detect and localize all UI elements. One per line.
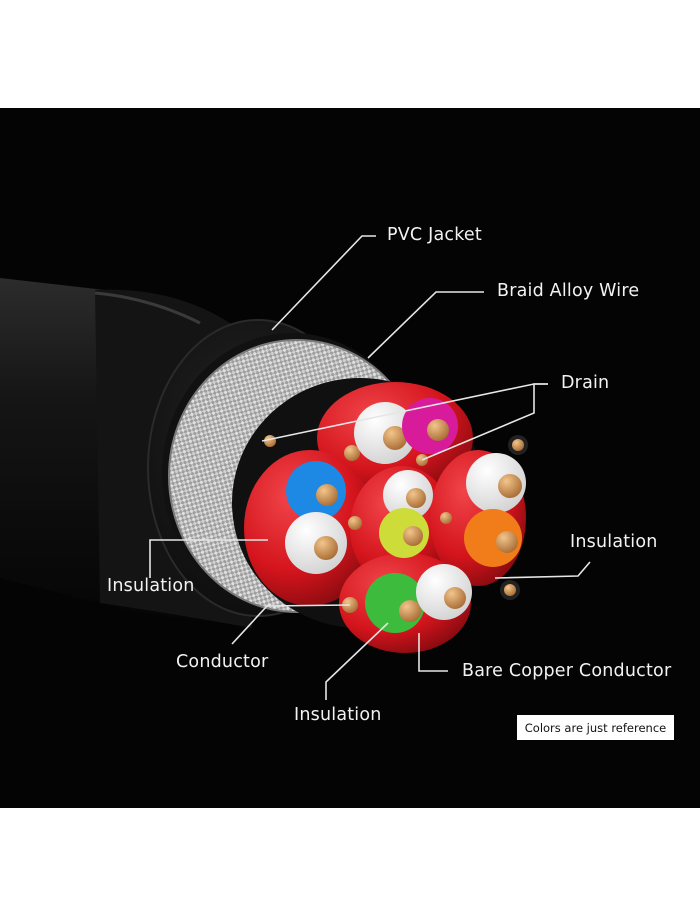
label-insulation-right: Insulation: [570, 532, 658, 552]
label-insulation-left: Insulation: [107, 576, 195, 596]
cable-illustration: [0, 235, 591, 700]
label-insulation-bottom: Insulation: [294, 705, 382, 725]
label-drain: Drain: [561, 373, 610, 393]
cable-cross-section-panel: PVC Jacket Braid Alloy Wire Drain Insula…: [0, 108, 700, 808]
colors-reference-note: Colors are just reference: [517, 715, 674, 740]
label-bare-copper-conductor: Bare Copper Conductor: [462, 661, 672, 681]
label-conductor: Conductor: [176, 652, 269, 672]
label-pvc-jacket: PVC Jacket: [387, 225, 482, 245]
leader-lines: [149, 235, 591, 700]
label-braid-alloy-wire: Braid Alloy Wire: [497, 281, 640, 301]
insulated-conductors: [285, 398, 526, 633]
